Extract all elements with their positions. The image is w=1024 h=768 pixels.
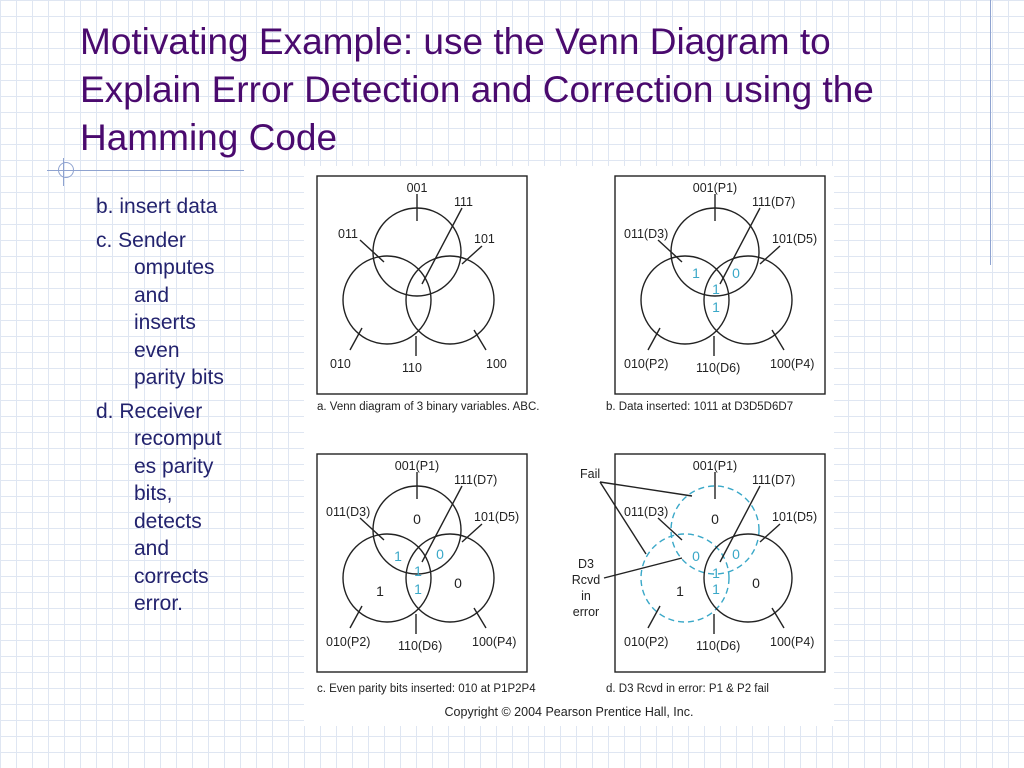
panel-d-circle-b-failed [640,533,730,623]
panel-a-circle-c [405,255,495,345]
panel-c-label: 011(D3) [326,505,370,519]
bullet-lead: c. Sender [96,228,186,252]
panel-c-circle-c [405,533,495,623]
panel-b-circle-b [640,255,730,345]
panel-d-label: 101(D5) [772,510,817,524]
panel-c-bit: 1 [414,581,422,597]
panel-c-label: 010(P2) [326,635,370,649]
panel-c-label: 100(P4) [472,635,516,649]
venn-figure: 001 111 011 101 010 110 100 001(P1) 111(… [304,166,834,726]
slide-title: Motivating Example: use the Venn Diagram… [80,18,980,162]
title-line-3: Hamming Code [80,117,338,158]
panel-d-label: 010(P2) [624,635,668,649]
panel-d-bit: 1 [712,581,720,597]
panel-b-caption: b. Data inserted: 1011 at D3D5D6D7 [606,401,793,413]
rcvd-label: error [573,605,599,619]
bullet-continuation: omputes [134,256,215,279]
title-line-1: Motivating Example: use the Venn Diagram… [80,21,831,62]
panel-b-label: 111(D7) [752,195,795,209]
panel-a-label: 010 [330,357,351,371]
panel-b-circle-c [703,255,793,345]
panel-d-circle-a-failed [670,485,760,575]
panel-c-label: 001(P1) [395,459,439,473]
copyright-note: Copyright © 2004 Pearson Prentice Hall, … [445,705,694,719]
bullet-continuation: and [134,283,170,307]
panel-b-label: 010(P2) [624,357,668,371]
panel-c-circle-b [342,533,432,623]
panel-a-label: 011 [338,227,358,241]
panel-c-bit: 0 [454,575,462,591]
panel-c-frame [316,453,528,673]
panel-c-circle-a [372,485,462,575]
panel-a-frame [316,175,528,395]
panel-b-label: 101(D5) [772,232,817,246]
panel-b-bit: 1 [712,281,720,297]
panel-a-label: 110 [402,361,422,375]
decorative-vertical-rule [990,0,991,265]
bullet-continuation: error. [134,592,184,615]
panel-c-bit: 0 [436,546,444,562]
panel-b-label: 110(D6) [696,361,740,375]
panel-d-bit: 1 [676,583,684,599]
rcvd-label: D3 [578,557,594,571]
bullet-continuation: even [134,338,180,362]
rcvd-label: Rcvd [572,573,601,587]
panel-d-label: 110(D6) [696,639,740,653]
panel-a-label: 101 [474,232,495,246]
bullet-lead: d. Receiver [96,399,203,423]
panel-d-label: 001(P1) [693,459,737,473]
panel-a-label: 111 [454,195,473,209]
bullet-continuation: detects [134,509,202,533]
panel-d-frame [614,453,826,673]
bullet-continuation: bits, [134,482,173,505]
panel-a-label: 001 [407,181,428,195]
panel-c-label: 111(D7) [454,473,497,487]
panel-b-label: 001(P1) [693,181,737,195]
panel-c-bit: 1 [394,548,402,564]
panel-d-circle-c [703,533,793,623]
bullet-continuation: recomput [134,427,222,450]
panel-d-label: 111(D7) [752,473,795,487]
bullet-continuation: corrects [134,564,209,588]
panel-d-bit: 0 [692,548,700,564]
bullet-list: b. insert data c. Sender omputes and ins… [96,193,256,624]
panel-a-circle-b [342,255,432,345]
bullet-item-b: b. insert data [96,193,256,221]
panel-c-caption: c. Even parity bits inserted: 010 at P1P… [317,683,536,695]
bullet-continuation: es parity [134,454,214,478]
panel-d-caption: d. D3 Rcvd in error: P1 & P2 fail [606,683,769,695]
bullet-continuation: inserts [134,311,196,334]
panel-d-bit: 0 [732,546,740,562]
panel-a-caption: a. Venn diagram of 3 binary variables. A… [317,401,539,413]
decorative-horizontal-rule [47,170,244,171]
panel-c-bit: 0 [413,511,421,527]
panel-b-frame [614,175,826,395]
panel-c-bit: 1 [376,583,384,599]
title-line-2: Explain Error Detection and Correction u… [80,69,874,110]
panel-c-bit: 1 [414,563,422,579]
panel-a-circle-a [372,207,462,297]
fail-label: Fail [580,467,600,481]
panel-b-label: 011(D3) [624,227,668,241]
panel-c-label: 110(D6) [398,639,442,653]
panel-c-label: 101(D5) [474,510,519,524]
bullet-lead: b. insert data [96,195,218,218]
bullet-item-d: d. Receiver recomput es parity bits, det… [96,398,256,618]
panel-d-bit: 0 [752,575,760,591]
panel-b-label: 100(P4) [770,357,814,371]
panel-b-bit: 0 [732,265,740,281]
panel-a-label: 100 [486,357,507,371]
decorative-ring [58,162,74,178]
rcvd-label: in [581,589,591,603]
bullet-item-c: c. Sender omputes and inserts even parit… [96,227,256,392]
bullet-continuation: parity bits [134,366,224,389]
panel-d-label: 100(P4) [770,635,814,649]
panel-d-bit: 1 [712,565,720,581]
bullet-continuation: and [134,537,170,560]
venn-figure-svg: 001 111 011 101 010 110 100 001(P1) 111(… [316,175,826,719]
panel-b-bit: 1 [692,265,700,281]
panel-d-bit: 0 [711,511,719,527]
panel-b-bit: 1 [712,299,720,315]
panel-d-label: 011(D3) [624,505,668,519]
